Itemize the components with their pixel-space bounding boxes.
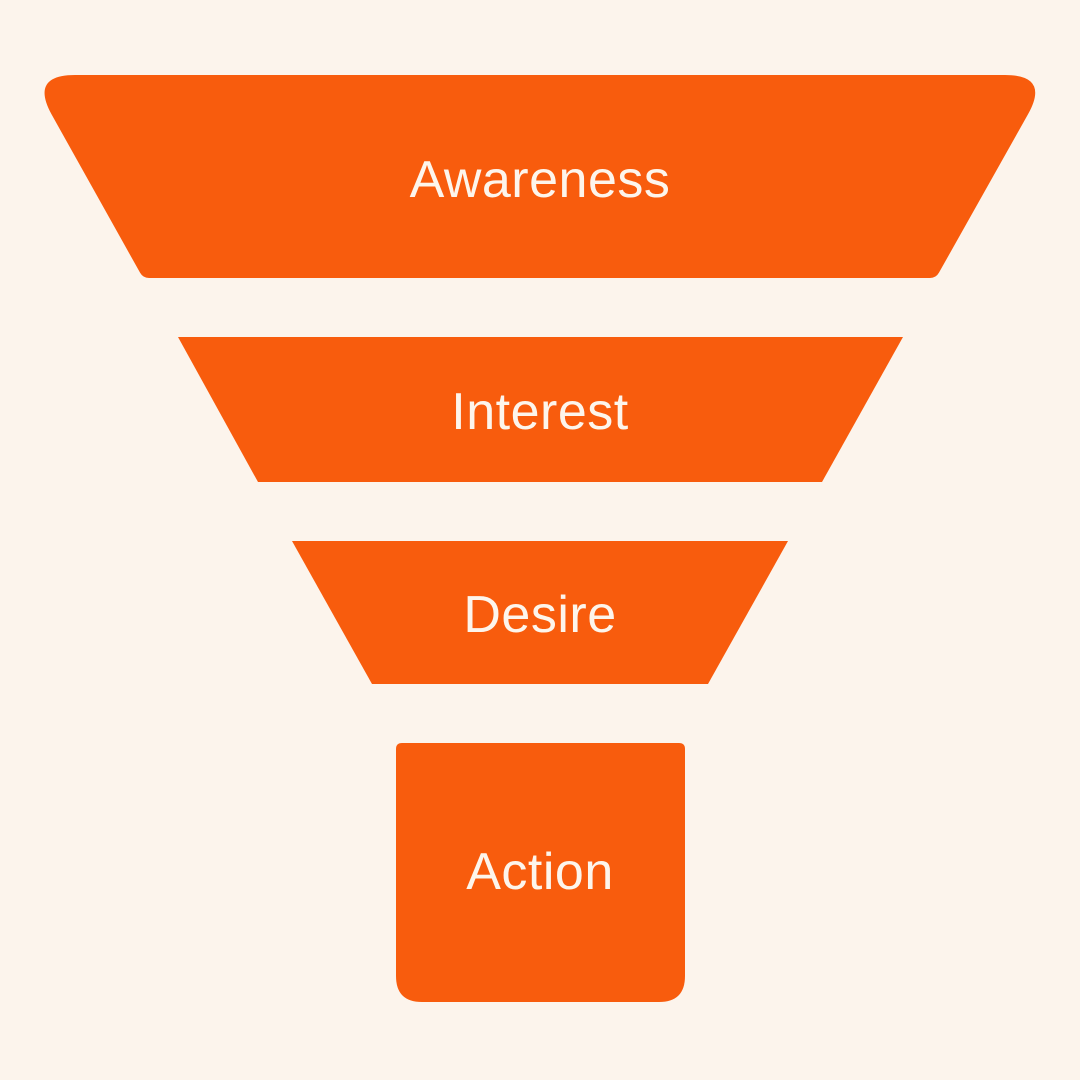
funnel-stage-desire-shape [292, 541, 788, 684]
funnel-stage-awareness-shape [44, 75, 1036, 278]
funnel-stage-awareness-label: Awareness [410, 151, 671, 209]
funnel-stage-interest-label: Interest [451, 383, 628, 441]
funnel-stage-action-shape [396, 743, 685, 1002]
funnel-stage-action: Action [396, 743, 685, 1002]
funnel-stage-desire: Desire [292, 541, 788, 684]
funnel-stage-action-label: Action [466, 843, 614, 901]
funnel-stage-interest-shape [178, 337, 903, 482]
funnel-stage-desire-label: Desire [463, 586, 616, 644]
funnel-stage-awareness: Awareness [44, 75, 1036, 278]
funnel-stage-interest: Interest [178, 337, 903, 482]
